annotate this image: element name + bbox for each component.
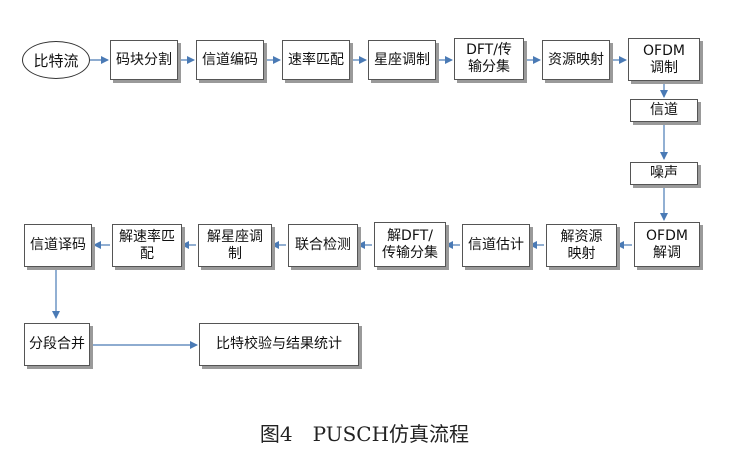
node-constellation-modulation: 星座调制 xyxy=(368,40,436,80)
node-channel: 信道 xyxy=(630,99,698,122)
node-noise: 噪声 xyxy=(630,162,698,185)
node-code-block-segmentation: 码块分割 xyxy=(110,40,178,80)
node-segment-merge: 分段合并 xyxy=(24,323,90,366)
node-channel-decoding: 信道译码 xyxy=(24,224,92,267)
node-rate-matching: 速率匹配 xyxy=(282,40,350,80)
node-channel-coding: 信道编码 xyxy=(196,40,264,80)
node-crc-and-statistics: 比特校验与结果统计 xyxy=(199,323,359,366)
figure-caption: 图4 PUSCH仿真流程 xyxy=(259,422,470,446)
node-ofdm-demodulation: OFDM解调 xyxy=(634,222,700,267)
node-channel-estimation: 信道估计 xyxy=(462,224,530,267)
node-dft-transform-precoding: DFT/传输分集 xyxy=(454,38,524,80)
node-joint-detection: 联合检测 xyxy=(288,224,358,267)
node-idft-transform-precoding: 解DFT/传输分集 xyxy=(374,222,446,267)
node-constellation-demodulation: 解星座调制 xyxy=(198,224,272,267)
node-bit-stream: 比特流 xyxy=(22,41,90,79)
node-resource-mapping: 资源映射 xyxy=(542,40,610,80)
node-rate-dematching: 解速率匹配 xyxy=(112,224,182,267)
node-resource-demapping: 解资源映射 xyxy=(546,224,617,267)
node-ofdm-modulation: OFDM调制 xyxy=(628,38,700,81)
